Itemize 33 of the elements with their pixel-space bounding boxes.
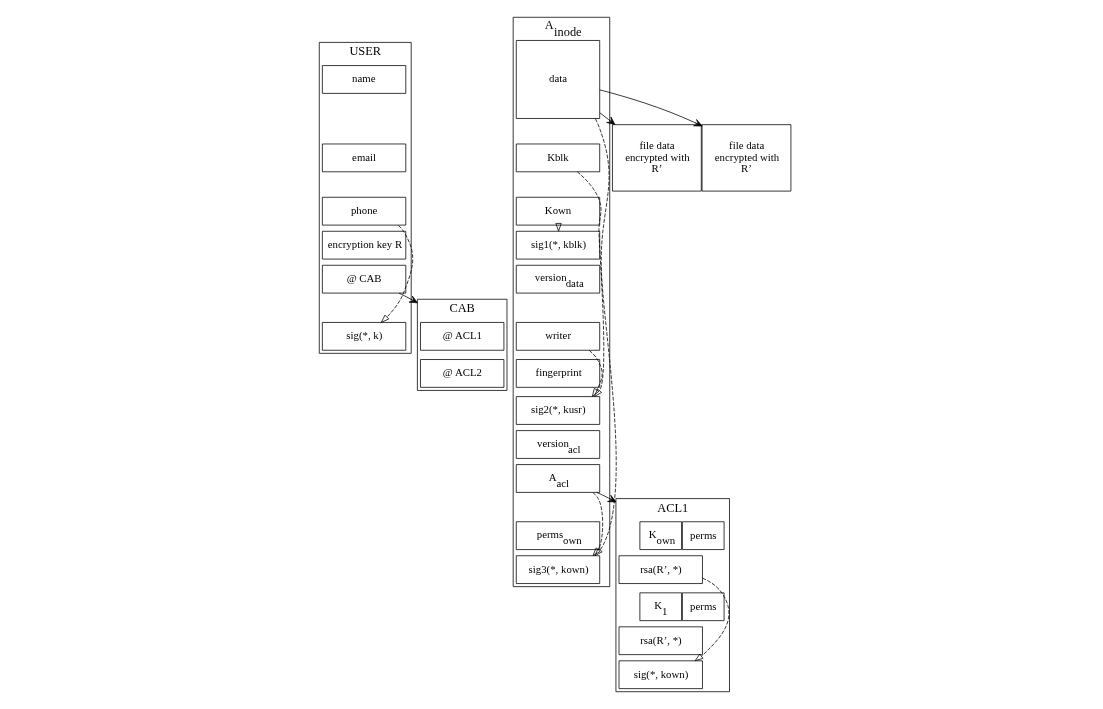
node-box: perms — [681, 592, 724, 622]
node-box: data — [515, 40, 600, 119]
arrow — [599, 112, 615, 125]
node-box: rsa(R’, *) — [618, 626, 703, 655]
arrow — [594, 118, 617, 557]
arrow — [592, 492, 603, 556]
arrow — [595, 492, 616, 503]
node-box: sig3(*, kown) — [515, 555, 600, 584]
node-box: file data encrypted with R’ — [611, 124, 702, 192]
node-box: @ CAB — [321, 264, 406, 294]
node-box: sig(*, k) — [321, 322, 406, 351]
arrow — [588, 350, 603, 397]
node-box: sig(*, kown) — [618, 660, 703, 689]
node-box: @ ACL2 — [419, 359, 504, 388]
arrow — [398, 292, 418, 304]
node-box: phone — [321, 196, 406, 226]
arrow — [576, 171, 604, 397]
node-box: sig1(*, kblk) — [515, 230, 600, 260]
node-box: email — [321, 143, 406, 173]
node-box: writer — [515, 322, 600, 351]
arrow — [380, 225, 413, 323]
node-box: encryption key R — [321, 230, 406, 260]
node-box: rsa(R’, *) — [618, 555, 703, 584]
node-box: perms — [681, 521, 724, 550]
node-box: @ ACL1 — [419, 322, 504, 351]
node-box: sig2(*, kusr) — [515, 396, 600, 425]
node-box: file data encrypted with R’ — [701, 124, 791, 192]
arrow — [554, 223, 562, 232]
node-box: Kblk — [515, 143, 600, 173]
arrow — [694, 577, 729, 662]
arrow — [598, 89, 702, 127]
node-box: fingerprint — [515, 359, 600, 388]
node-box: name — [321, 65, 406, 94]
